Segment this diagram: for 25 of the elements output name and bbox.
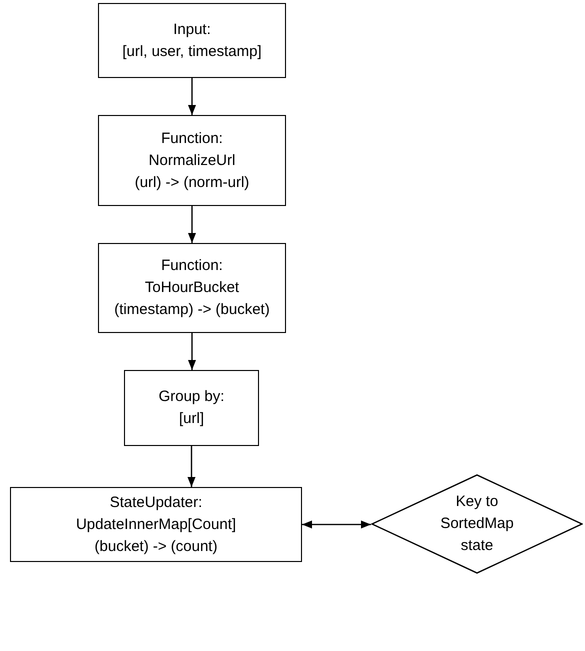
node-label: Function: [161,256,223,276]
node-label: [url, user, timestamp] [122,42,262,62]
node-label: NormalizeUrl [148,150,236,170]
process-box [124,370,259,446]
node-label: [url] [178,409,204,429]
process-box [98,243,286,333]
node-label: UpdateInnerMap[Count] [76,514,236,534]
decision-diamond [371,474,583,574]
node-label: (url) -> (norm-url) [134,172,250,192]
node-label: Key to SortedMap state [439,492,515,556]
node-label: StateUpdater: [110,492,202,512]
process-box [98,3,286,78]
arrow [302,520,371,528]
node-label: (timestamp) -> (bucket) [114,300,270,320]
arrow [188,206,196,243]
arrow [188,78,196,115]
node-label: ToHourBucket [144,278,240,298]
node-label: Group by: [158,387,224,407]
node-label: Input: [173,20,211,40]
node-label: (bucket) -> (count) [94,536,218,556]
arrow [188,333,196,370]
process-box [98,115,286,206]
arrow [188,446,196,487]
process-box [10,487,302,562]
node-label: Function: [161,128,223,148]
